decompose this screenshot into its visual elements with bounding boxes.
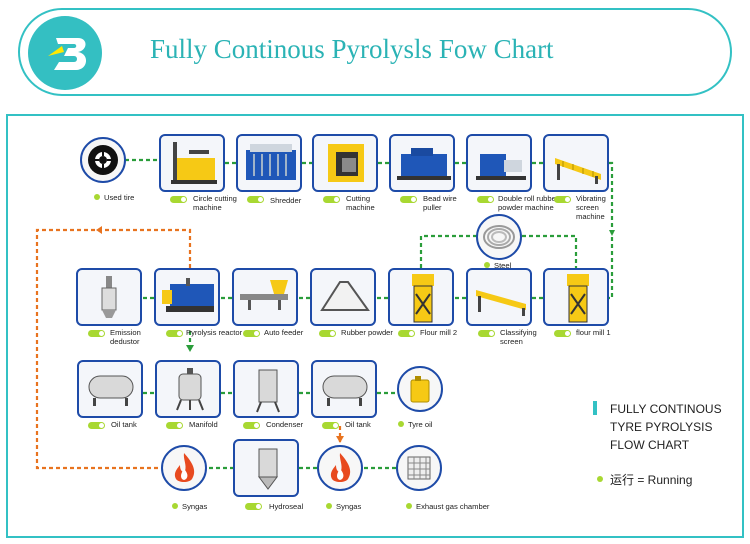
roller-icon [476,154,526,180]
flour-mill-2-node [388,268,454,326]
connector-syngas-return [35,228,192,470]
classifying-screen-node [466,268,532,326]
manifold-label: Manifold [189,420,218,429]
exhaust-gas-label: Exhaust gas chamber [416,502,490,511]
used-tire-node [80,137,126,183]
used-tire-label: Used tire [104,193,135,202]
flour-mill-1-label: flour mill 1 [576,328,611,337]
mill-icon [412,274,434,323]
pyrolysis-reactor-label: Pyrolysis reactor [186,328,243,337]
page-title: Fully Continous Pyrolysls Fow Chart [150,34,554,64]
cutter-icon [171,142,217,184]
circle-cutting-node [159,134,225,192]
flour-mill-1-node [543,268,609,326]
oil-tank-1-node [77,360,143,418]
pyrolysis-reactor-node [154,268,220,326]
flame-icon [330,453,351,482]
double-roll-label: Double roll rubber powder machine [498,194,559,212]
syngas-2-label: Syngas [336,502,362,511]
legend-running-dot [597,476,603,482]
rubber-powder-label: Rubber powder [341,328,393,337]
condenser-node [233,360,299,418]
classifying-screen-label: Classifying screen [500,328,537,346]
shredder-icon [246,144,296,180]
connector-steel-loop [419,234,578,268]
cutting-machine-node [312,134,378,192]
shredder-label: Shredder [270,196,302,205]
vibrating-screen-label: Vibrating screen machine [576,194,606,221]
steel-label: Steel [494,261,512,270]
shredder-node [236,134,302,192]
tank-icon [322,375,368,406]
steel-node [476,214,522,260]
manifold-icon [176,368,204,411]
legend-title: FULLY CONTINOUS TYRE PYROLYSIS FLOW CHAR… [610,402,722,452]
tyre-oil-node [397,366,443,412]
running-dot [484,262,490,268]
vibrating-screen-node [543,134,609,192]
double-roll-node [466,134,532,192]
bead-wire-puller-node [389,134,455,192]
oil-tank-2-node [311,360,377,418]
steel-coil-icon [483,225,515,249]
auto-feeder-node [232,268,298,326]
emission-dedustor-node [76,268,142,326]
reactor-icon [162,278,214,312]
condenser-icon [256,369,280,413]
oil-tank-2-label: Oil tank [345,420,371,429]
syngas-2-node [317,445,363,491]
puller-icon [397,148,451,180]
oil-can-icon [410,376,430,403]
condenser-label: Condenser [266,420,304,429]
bead-wire-puller-label: Bead wire puller [423,194,457,212]
manifold-node [155,360,221,418]
mill-icon [567,274,589,323]
flour-mill-2-label: Flour mill 2 [420,328,458,337]
circle-cutting-label: Circle cutting machine [193,194,237,212]
syngas-1-node [161,445,207,491]
emission-dedustor-label: Emission dedustor [110,328,141,346]
tank-icon [88,375,134,406]
tyre-oil-label: Tyre oil [408,420,433,429]
company-logo [28,16,102,90]
cutting-machine-label: Cutting machine [346,194,375,212]
running-dot [94,194,100,200]
running-dot [406,503,412,509]
header-banner: Fully Continous Pyrolysls Fow Chart [18,8,732,96]
hydroseal-node [233,439,299,497]
running-dot [398,421,404,427]
exhaust-gas-node [396,445,442,491]
hydroseal-icon [258,448,278,490]
oil-tank-1-label: Oil tank [111,420,137,429]
auto-feeder-label: Auto feeder [264,328,304,337]
tire-icon [88,145,118,175]
screen-icon [555,158,601,184]
legend-accent-bar [593,401,597,415]
flame-icon [174,453,195,482]
classifier-icon [476,290,526,316]
legend-running-text: 运行 = Running [610,473,693,487]
syngas-1-label: Syngas [182,502,208,511]
rubber-powder-node [310,268,376,326]
dedustor-icon [101,276,117,318]
cutting-icon [328,144,364,182]
running-dot [172,503,178,509]
running-dot [326,503,332,509]
chamber-icon [407,456,431,480]
powder-icon [320,281,370,311]
hydroseal-label: Hydroseal [269,502,304,511]
feeder-icon [240,280,288,310]
